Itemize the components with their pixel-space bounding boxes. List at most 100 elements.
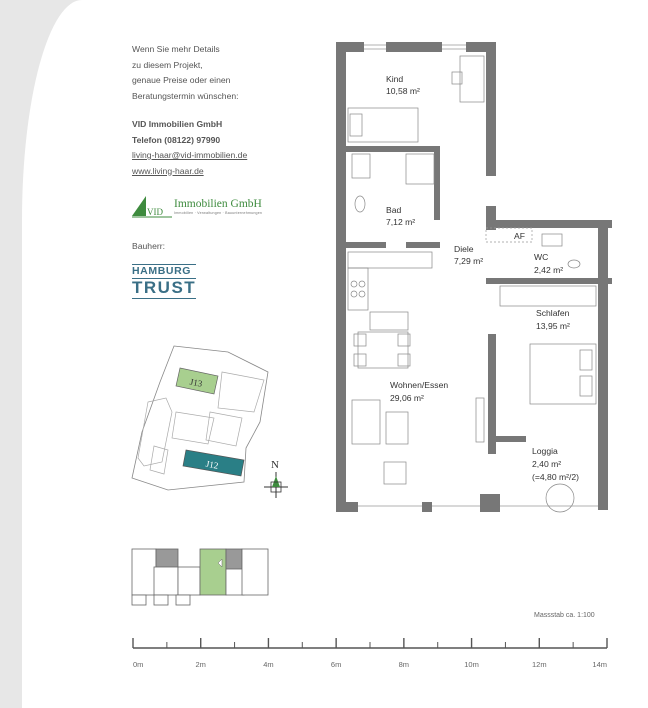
side-table xyxy=(383,461,407,485)
wall-top-left xyxy=(336,42,364,52)
site-building xyxy=(171,411,215,445)
section-block xyxy=(131,548,157,596)
room-kind-name: Kind xyxy=(386,74,403,84)
wall-bad-bottom xyxy=(346,242,386,248)
wall-bottom-mid xyxy=(422,502,432,512)
loggia-table xyxy=(545,483,575,513)
room-schlafen-name: Schlafen xyxy=(536,308,570,318)
wall-left xyxy=(336,42,346,512)
wall-kind-right xyxy=(486,52,496,176)
scale-tick-label: 10m xyxy=(464,660,479,669)
vid-logo-name: Immobilien GmbH xyxy=(174,198,262,210)
section-block xyxy=(225,548,243,572)
scale-tick-label: 0m xyxy=(133,660,143,669)
kitchen-island xyxy=(369,311,409,331)
wc-sink xyxy=(541,233,563,247)
wall-loggia xyxy=(488,334,496,454)
hamburg-trust-bar xyxy=(132,298,196,299)
hamburg-trust-line2: TRUST xyxy=(132,278,197,297)
wall-schlafen-right xyxy=(598,284,608,510)
section-block xyxy=(225,568,245,596)
kitchen-counter xyxy=(347,251,433,269)
intro-line: Beratungstermin wünschen: xyxy=(132,90,239,101)
room-wohnen-area: 29,06 m² xyxy=(390,393,424,403)
armchair xyxy=(385,411,409,445)
intro-line: zu diesem Projekt, xyxy=(132,59,203,70)
company-contact: VID Immobilien GmbH Telefon (08122) 9799… xyxy=(132,117,247,179)
sofa xyxy=(351,399,381,445)
building-j13 xyxy=(175,367,219,395)
scale-tick-label: 12m xyxy=(532,660,547,669)
hob-ring xyxy=(358,290,366,298)
company-email-link[interactable]: living-haar@vid-immobilien.de xyxy=(132,150,248,160)
dining-chair xyxy=(353,353,367,367)
kind-desk xyxy=(459,55,485,103)
site-building xyxy=(137,397,173,467)
north-arrow: N xyxy=(264,459,288,498)
building-j13-label: J13 xyxy=(189,377,204,389)
company-name: VID Immobilien GmbH xyxy=(132,119,223,129)
site-building xyxy=(149,445,169,475)
af-label: AF xyxy=(514,231,525,241)
intro-line: Wenn Sie mehr Details xyxy=(132,44,220,54)
vid-logo-text: VID xyxy=(147,207,163,217)
wall-top-right xyxy=(466,42,496,52)
wall-wc-top xyxy=(486,220,612,228)
scale-tick-label: 4m xyxy=(263,660,273,669)
north-arrow-box xyxy=(270,481,282,493)
bad-shower xyxy=(405,153,435,185)
north-label: N xyxy=(271,459,279,471)
schlafen-pillow xyxy=(579,349,593,371)
room-wc-area: 2,42 m² xyxy=(534,265,563,275)
dining-chair xyxy=(353,333,367,347)
wall-bad-bottom2 xyxy=(406,242,440,248)
dining-table xyxy=(357,331,409,369)
wall-bad-right xyxy=(434,146,440,220)
wall-bottom-left xyxy=(336,502,358,512)
wall-loggia-top xyxy=(488,436,526,442)
bad-toilet xyxy=(354,195,366,213)
schlafen-bed xyxy=(529,343,597,405)
company-web-link[interactable]: www.living-haar.de xyxy=(132,165,204,176)
wall-bad-top xyxy=(346,146,440,152)
kind-pillow xyxy=(349,113,363,137)
hob-ring xyxy=(358,280,366,288)
kind-bed xyxy=(347,107,419,143)
hob-ring xyxy=(350,290,358,298)
site-building xyxy=(205,411,243,447)
section-foot xyxy=(175,594,191,606)
room-kind-area: 10,58 m² xyxy=(386,86,420,96)
wall-wc-right xyxy=(598,228,608,280)
building-section xyxy=(131,548,269,606)
building-j12-label: J12 xyxy=(205,459,219,471)
scale-tick-label: 6m xyxy=(331,660,341,669)
section-foot xyxy=(131,594,147,606)
dining-chair xyxy=(397,333,411,347)
scale-tick-label: 8m xyxy=(399,660,409,669)
contact-intro: Wenn Sie mehr Details zu diesem Projekt,… xyxy=(132,42,239,104)
room-loggia-note: (=4,80 m²/2) xyxy=(532,472,579,482)
bad-sink xyxy=(351,153,371,179)
plan-furniture xyxy=(347,55,597,513)
room-bad-name: Bad xyxy=(386,205,402,215)
company-phone[interactable]: Telefon (08122) 97990 xyxy=(132,134,221,145)
north-arrow-head xyxy=(272,476,280,487)
wall-top-mid xyxy=(386,42,442,52)
bauherr-label: Bauherr: xyxy=(132,241,165,251)
hob-ring xyxy=(350,280,358,288)
kitchen-side xyxy=(347,267,369,311)
section-block xyxy=(241,548,269,596)
room-bad-area: 7,12 m² xyxy=(386,217,415,227)
scale-label: Massstab ca. 1:100 xyxy=(534,612,595,619)
vid-logo-triangle xyxy=(132,196,146,216)
room-loggia-name: Loggia xyxy=(532,446,558,456)
building-j12 xyxy=(182,449,245,477)
hamburg-trust-logo: HAMBURG TRUST xyxy=(132,264,196,299)
wall-dieele-right xyxy=(486,206,496,230)
room-wc-name: WC xyxy=(534,252,548,262)
intro-line: genaue Preise oder einen xyxy=(132,75,231,85)
room-diele-area: 7,29 m² xyxy=(454,256,483,266)
section-marker xyxy=(217,558,223,568)
scale-tick-label: 2m xyxy=(196,660,206,669)
